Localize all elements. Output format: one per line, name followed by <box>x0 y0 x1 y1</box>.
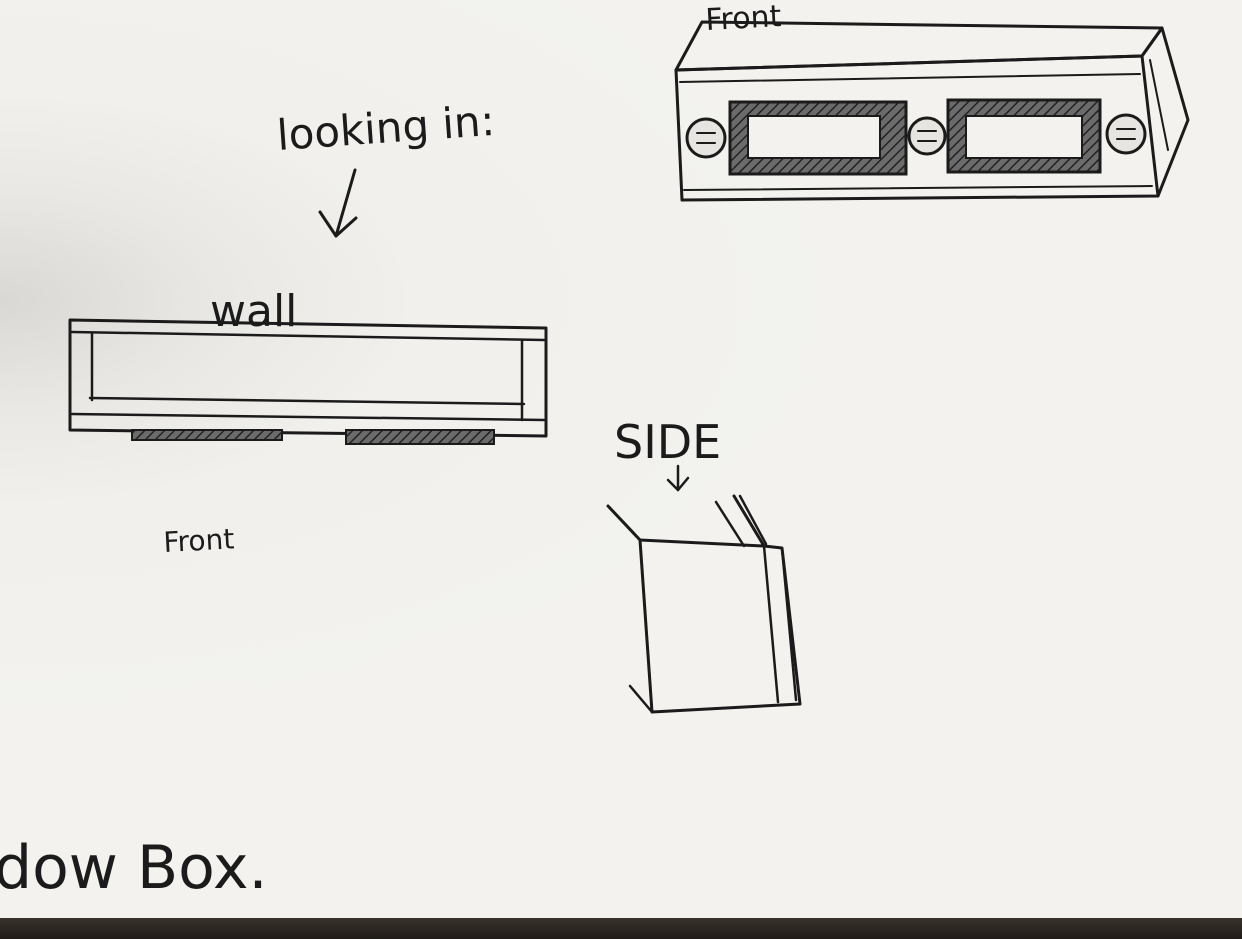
front-window-1 <box>728 100 908 176</box>
front-window-2 <box>946 98 1102 174</box>
front-top-label: Front <box>705 0 783 38</box>
paper-sheet: Front looking in: wall Front SIDE <box>0 0 1242 918</box>
front-view-box <box>674 20 1190 202</box>
title-fragment: dow Box. <box>0 833 268 903</box>
front-knob-left <box>685 117 727 159</box>
top-view-box <box>68 318 548 445</box>
side-view-box <box>606 494 802 714</box>
front-knob-middle <box>907 116 947 156</box>
down-arrow-icon <box>318 168 358 238</box>
looking-in-label: looking in: <box>275 96 496 160</box>
front-knob-right <box>1105 113 1147 155</box>
side-arrow-icon <box>666 464 690 492</box>
side-label: SIDE <box>614 415 721 469</box>
top-view-glass-right <box>345 429 495 445</box>
sketch-canvas: Front looking in: wall Front SIDE <box>0 0 1190 903</box>
top-view-glass-left <box>131 429 283 441</box>
front-left-label: Front <box>163 522 235 559</box>
wall-label: wall <box>210 286 297 337</box>
table-edge <box>0 918 1242 939</box>
